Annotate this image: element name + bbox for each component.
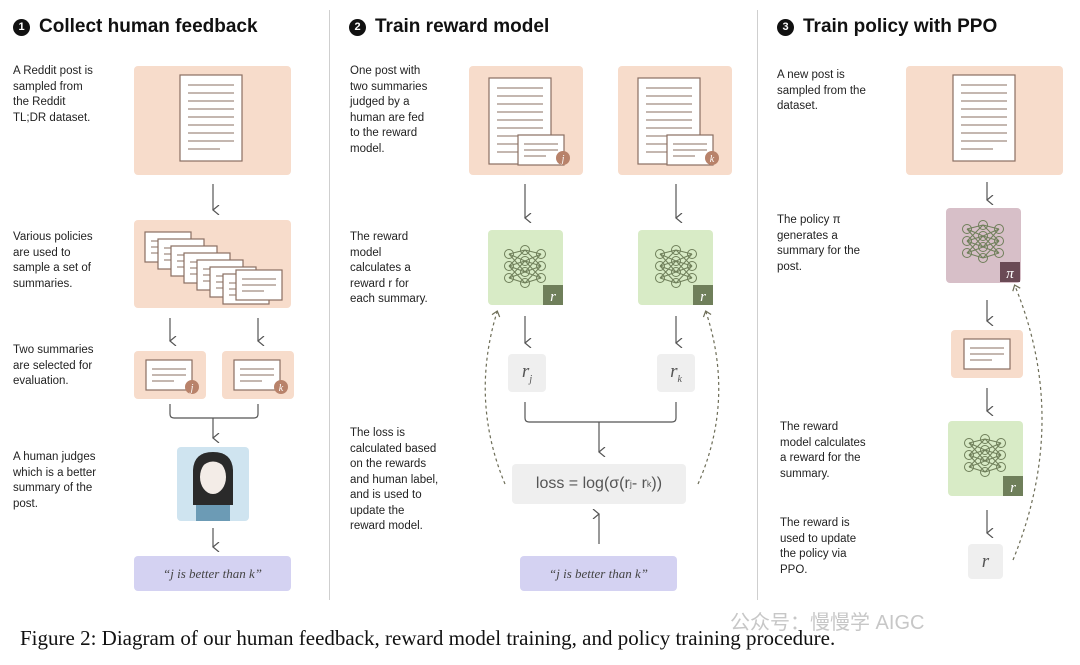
reward-subscript: k xyxy=(677,373,682,385)
heading-text: Collect human feedback xyxy=(39,16,258,37)
heading-text: Train policy with PPO xyxy=(803,16,998,37)
loss-formula-start: loss = log(σ(r xyxy=(535,475,630,492)
watermark: 公众号：慢慢学 AIGC xyxy=(730,612,925,634)
judgment-label: “j is better than k” xyxy=(134,556,291,591)
policy-badge: π xyxy=(1006,266,1014,282)
badge-k: k xyxy=(710,154,715,165)
heading-text: Train reward model xyxy=(375,16,550,37)
loss-sub-j: j xyxy=(629,479,632,489)
loss-sub-k: k xyxy=(646,479,652,489)
column-divider-2 xyxy=(757,10,758,600)
reward-model-badge: r xyxy=(1010,480,1016,496)
reward-rk-box: rk xyxy=(657,354,695,392)
reward-model-badge: r xyxy=(550,289,556,305)
reward-model-badge: r xyxy=(700,289,706,305)
loss-formula-end: )) xyxy=(651,475,663,492)
heading-train-reward: 2 Train reward model xyxy=(349,16,549,38)
reward-symbol: r xyxy=(670,361,678,383)
badge-j: j xyxy=(560,154,565,165)
step-number: 3 xyxy=(777,18,794,36)
column-divider-1 xyxy=(329,10,330,600)
human-judge-icon xyxy=(193,452,233,521)
badge-j: j xyxy=(189,383,194,394)
reward-symbol: r xyxy=(981,550,990,572)
heading-collect-feedback: 1 Collect human feedback xyxy=(13,16,258,38)
heading-train-policy: 3 Train policy with PPO xyxy=(777,16,997,38)
reward-value-box: r xyxy=(968,544,1003,579)
judgment-label: “j is better than k” xyxy=(520,556,677,591)
figure-caption: Figure 2: Diagram of our human feedback,… xyxy=(20,626,836,650)
step-number: 1 xyxy=(13,18,30,36)
loss-formula-mid: - r xyxy=(631,475,647,492)
reward-symbol: r xyxy=(521,361,530,383)
summary-stack-icon xyxy=(144,231,283,305)
badge-k: k xyxy=(279,383,284,394)
reward-rj-box: rj xyxy=(508,354,546,392)
step-number: 2 xyxy=(349,18,366,36)
reward-subscript: j xyxy=(529,373,533,385)
